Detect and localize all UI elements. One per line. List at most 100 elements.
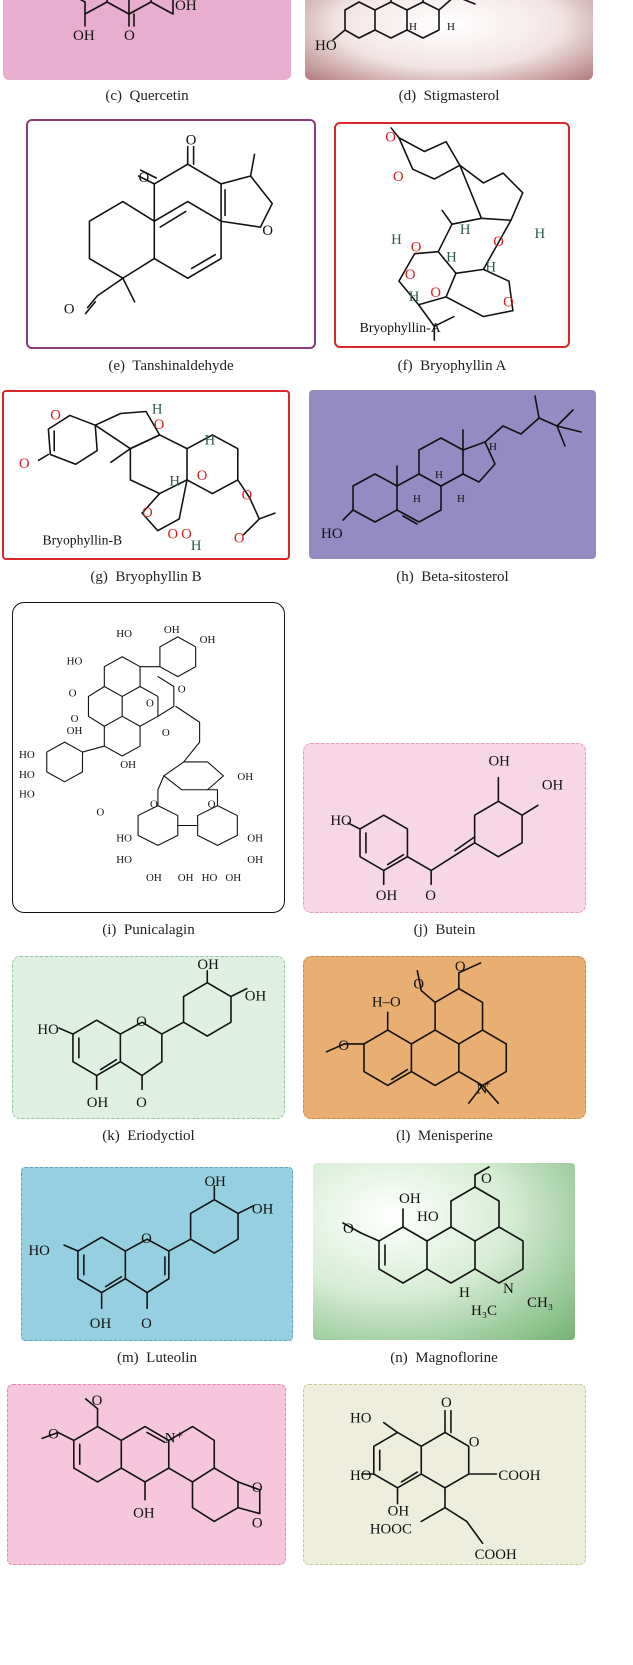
punicalagin-panel: HO OH OH HO O O O O O OH OH HO HO HO O O…: [12, 602, 285, 913]
svg-text:O: O: [405, 267, 416, 283]
svg-text:N: N: [503, 1281, 514, 1297]
svg-text:OH: OH: [245, 988, 267, 1004]
svg-text:CH₃: CH₃: [527, 1295, 553, 1311]
caption-tanshinaldehyde: (e) Tanshinaldehyde: [108, 358, 234, 374]
caption-stigmasterol: (d) Stigmasterol: [398, 88, 500, 104]
svg-text:OH: OH: [67, 725, 83, 737]
svg-text:O: O: [150, 799, 158, 811]
svg-text:OH: OH: [542, 777, 564, 793]
svg-text:O: O: [50, 407, 61, 423]
svg-text:O: O: [242, 487, 253, 503]
bryophyllin-b-structure: O O H O H H O O O O H O O Bryophyllin-B: [19, 401, 276, 554]
svg-text:OH: OH: [388, 1504, 410, 1520]
svg-text:OH: OH: [90, 1316, 112, 1332]
svg-text:O: O: [481, 1171, 492, 1187]
berberine-structure: O O N⁺ OH O O: [41, 1393, 263, 1531]
svg-text:H₃C: H₃C: [471, 1303, 497, 1319]
svg-text:O: O: [92, 1393, 103, 1409]
svg-text:O: O: [430, 285, 441, 301]
svg-text:O: O: [262, 223, 273, 239]
svg-text:OH: OH: [376, 888, 398, 904]
svg-text:HO: HO: [417, 1209, 439, 1225]
svg-text:H: H: [413, 493, 421, 505]
magnoflorine-structure: OH HO O O H N H₃C CH₃: [342, 1166, 553, 1319]
svg-text:O: O: [493, 234, 504, 250]
svg-text:H: H: [457, 493, 465, 505]
caption-quercetin: (c) Quercetin: [105, 88, 189, 104]
svg-text:H: H: [459, 1285, 470, 1301]
svg-text:O: O: [146, 697, 154, 709]
quercetin-structure: OH O OH: [73, 0, 197, 44]
svg-text:O: O: [154, 417, 165, 433]
butein-panel: HO OH O OH OH: [303, 743, 586, 913]
svg-text:H: H: [446, 250, 457, 266]
svg-text:OH: OH: [146, 872, 162, 884]
caption-punicalagin: (i) Punicalagin: [102, 922, 195, 938]
svg-text:HO: HO: [116, 832, 132, 844]
svg-text:O: O: [441, 1395, 452, 1411]
svg-text:OH: OH: [247, 854, 263, 866]
svg-text:H: H: [409, 289, 420, 305]
svg-text:N: N: [477, 1081, 488, 1097]
svg-text:OH: OH: [73, 28, 95, 44]
svg-text:H–O: H–O: [372, 994, 401, 1010]
svg-text:O: O: [455, 959, 466, 975]
svg-text:OH: OH: [399, 1191, 421, 1207]
svg-text:HO: HO: [330, 813, 352, 829]
svg-text:HO: HO: [19, 789, 35, 801]
tanshinaldehyde-structure: O O O O: [64, 133, 273, 318]
svg-text:H: H: [152, 401, 163, 417]
svg-text:OH: OH: [247, 832, 263, 844]
svg-text:HO: HO: [315, 38, 337, 54]
svg-text:H: H: [447, 21, 455, 33]
svg-text:H: H: [205, 433, 216, 449]
svg-text:OH: OH: [87, 1095, 109, 1111]
svg-text:N⁺: N⁺: [165, 1430, 184, 1446]
svg-text:O: O: [343, 1221, 354, 1237]
svg-text:HO: HO: [116, 854, 132, 866]
bryophyllin-b-panel: O O H O H H O O O O H O O Bryophyllin-B: [2, 390, 290, 560]
svg-text:HO: HO: [321, 526, 343, 542]
svg-text:O: O: [69, 687, 77, 699]
svg-text:O: O: [142, 505, 153, 521]
svg-text:O: O: [96, 807, 104, 819]
svg-text:OH: OH: [204, 1174, 226, 1190]
beta-sitosterol-structure: HO H H H H: [321, 395, 582, 542]
svg-text:O: O: [136, 1014, 147, 1030]
svg-text:HO: HO: [19, 749, 35, 761]
dicarboxylic-structure: O O HO HO OH COOH HOOC COOH: [350, 1395, 541, 1563]
bryophyllin-a-label: Bryophyllin-A: [360, 320, 441, 335]
svg-text:OH: OH: [175, 0, 197, 14]
svg-text:OH: OH: [225, 872, 241, 884]
svg-text:OH: OH: [237, 771, 253, 783]
svg-text:O: O: [71, 713, 79, 725]
svg-text:O: O: [234, 530, 245, 546]
caption-eriodyctiol: (k) Eriodyctiol: [102, 1128, 195, 1144]
svg-text:O: O: [413, 977, 424, 993]
bryophyllin-a-panel: O O H O H O H O H H H O O Bryophyllin-A: [334, 122, 570, 348]
svg-text:O: O: [19, 456, 30, 472]
svg-text:O: O: [393, 169, 404, 185]
svg-text:H: H: [435, 469, 443, 481]
svg-text:O: O: [425, 888, 436, 904]
caption-bryophyllin-a: (f) Bryophyllin A: [397, 358, 507, 374]
svg-text:COOH: COOH: [475, 1547, 517, 1563]
svg-text:H: H: [169, 474, 180, 490]
menisperine-structure: H–O O O O N +: [325, 959, 508, 1104]
svg-text:OH: OH: [120, 759, 136, 771]
svg-text:O: O: [178, 683, 186, 695]
stigmasterol-panel: HO H H: [305, 0, 593, 80]
caption-menisperine: (l) Menisperine: [396, 1128, 493, 1144]
svg-text:COOH: COOH: [498, 1468, 540, 1484]
svg-text:H: H: [409, 21, 417, 33]
svg-text:H: H: [485, 259, 496, 275]
svg-text:HO: HO: [350, 1411, 372, 1427]
svg-text:O: O: [385, 130, 396, 146]
svg-text:O: O: [252, 1515, 263, 1531]
bryophyllin-b-label: Bryophyllin-B: [42, 532, 122, 547]
svg-text:OH: OH: [488, 754, 510, 770]
svg-text:H: H: [535, 226, 546, 242]
svg-text:O: O: [124, 28, 135, 44]
svg-text:HO: HO: [202, 872, 218, 884]
menisperine-panel: H–O O O O N +: [303, 956, 586, 1119]
